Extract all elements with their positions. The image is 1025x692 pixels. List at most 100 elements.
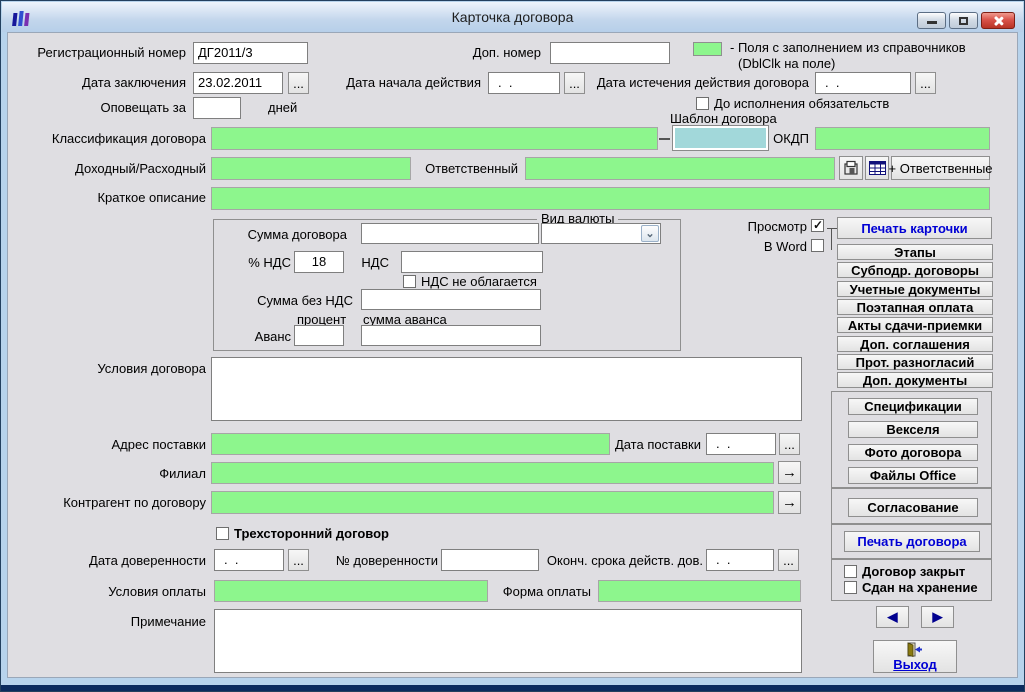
poa-number-input[interactable]: [441, 549, 539, 571]
maximize-button[interactable]: [949, 12, 978, 29]
acceptance-acts-button[interactable]: Акты сдачи-приемки: [837, 317, 993, 333]
advance-sum-input[interactable]: [361, 325, 541, 346]
income-expense-input[interactable]: [211, 157, 411, 180]
reg-number-input[interactable]: ДГ2011/3: [193, 42, 308, 64]
short-description-input[interactable]: [211, 187, 990, 210]
contract-terms-textarea[interactable]: [211, 357, 802, 421]
next-arrow-icon: ▶: [932, 609, 943, 624]
archived-checkbox[interactable]: [844, 581, 857, 594]
contract-sum-input[interactable]: [361, 223, 539, 244]
poa-date-label: Дата доверенности: [89, 553, 206, 568]
exit-button-label: Выход: [893, 656, 937, 672]
okdp-input[interactable]: [815, 127, 990, 150]
close-button[interactable]: [981, 12, 1015, 29]
app-books-icon: [12, 11, 30, 26]
window-title: Карточка договора: [451, 9, 574, 25]
sum-without-vat-input[interactable]: [361, 289, 541, 310]
minimize-button[interactable]: [917, 12, 946, 29]
expiry-date-label: Дата истечения действия договора: [596, 75, 809, 90]
next-record-button[interactable]: ▶: [921, 606, 954, 628]
classification-input[interactable]: [211, 127, 658, 150]
vat-exempt-checkbox[interactable]: [403, 275, 416, 288]
notify-days-input[interactable]: [193, 97, 241, 119]
poa-number-label: № доверенности: [335, 553, 438, 568]
vat-percent-input[interactable]: 18: [294, 251, 344, 273]
exit-button[interactable]: Выход: [873, 640, 957, 673]
contract-closed-checkbox[interactable]: [844, 565, 857, 578]
start-date-picker-button[interactable]: ...: [564, 72, 585, 94]
window-bottom-edge: [1, 685, 1024, 691]
counterparty-open-button[interactable]: →: [778, 491, 801, 514]
until-obligations-checkbox[interactable]: [696, 97, 709, 110]
note-label: Примечание: [130, 614, 206, 629]
stages-button[interactable]: Этапы: [837, 244, 993, 260]
note-textarea[interactable]: [214, 609, 802, 673]
title-bar: Карточка договора: [2, 2, 1023, 32]
vat-exempt-label: НДС не облагается: [421, 274, 537, 289]
addendums-button[interactable]: Доп. соглашения: [837, 336, 993, 352]
payment-terms-input[interactable]: [214, 580, 488, 602]
poa-expiry-input[interactable]: . .: [706, 549, 774, 571]
print-contract-button[interactable]: Печать договора: [844, 531, 980, 552]
preview-checkbox[interactable]: [811, 218, 824, 232]
chevron-down-icon[interactable]: ⌄: [641, 225, 659, 242]
disagreement-protocol-button[interactable]: Прот. разногласий: [837, 354, 993, 370]
currency-groupbox: [213, 219, 681, 351]
delivery-date-label: Дата поставки: [614, 437, 701, 452]
staged-payment-button[interactable]: Поэтапная оплата: [837, 299, 993, 315]
conclusion-date-picker-button[interactable]: ...: [288, 72, 309, 94]
expiry-date-picker-button[interactable]: ...: [915, 72, 936, 94]
bills-button[interactable]: Векселя: [848, 421, 978, 438]
branch-input[interactable]: [211, 462, 774, 484]
currency-select[interactable]: ⌄: [541, 223, 661, 244]
poa-date-input[interactable]: . .: [214, 549, 284, 571]
counterparty-label: Контрагент по договору: [63, 495, 206, 510]
responsible-card-file-button[interactable]: [839, 156, 863, 180]
vat-input[interactable]: [401, 251, 543, 273]
until-obligations-label: До исполнения обязательств: [714, 96, 890, 111]
arrow-right-icon: →: [782, 494, 797, 511]
print-card-button[interactable]: Печать карточки: [837, 217, 992, 239]
specifications-button[interactable]: Спецификации: [848, 398, 978, 415]
poa-expiry-picker-button[interactable]: ...: [778, 549, 799, 571]
maximize-icon: [959, 17, 968, 25]
expiry-date-input[interactable]: . .: [815, 72, 911, 94]
table-grid-icon: [868, 161, 886, 175]
extra-number-input[interactable]: [550, 42, 670, 64]
in-word-checkbox[interactable]: [811, 239, 824, 252]
prev-record-button[interactable]: ◀: [876, 606, 909, 628]
responsible-input[interactable]: [525, 157, 835, 180]
contract-photo-button[interactable]: Фото договора: [848, 444, 978, 461]
responsible-table-button[interactable]: [865, 156, 889, 180]
notify-days-suffix: дней: [268, 100, 298, 115]
office-files-button[interactable]: Файлы Office: [848, 467, 978, 484]
delivery-date-picker-button[interactable]: ...: [779, 433, 800, 455]
contract-closed-label: Договор закрыт: [862, 564, 966, 579]
extra-documents-button[interactable]: Доп. документы: [837, 372, 993, 388]
conclusion-date-input[interactable]: 23.02.2011: [193, 72, 283, 94]
archived-label: Сдан на хранение: [862, 580, 978, 595]
legend-line2: (DblClk на поле): [738, 56, 836, 71]
payment-form-input[interactable]: [598, 580, 801, 602]
delivery-date-input[interactable]: . .: [706, 433, 776, 455]
advance-label: Аванс: [254, 329, 291, 344]
accounting-docs-button[interactable]: Учетные документы: [837, 281, 993, 297]
approval-button[interactable]: Согласование: [848, 498, 978, 517]
template-input[interactable]: [672, 125, 769, 151]
tripartite-checkbox[interactable]: [216, 527, 229, 540]
conclusion-date-label: Дата заключения: [82, 75, 186, 90]
template-connector-line: [659, 138, 670, 140]
start-date-input[interactable]: . .: [488, 72, 560, 94]
subcontracts-button[interactable]: Субподр. договоры: [837, 262, 993, 278]
delivery-address-label: Адрес поставки: [111, 437, 207, 452]
branch-open-button[interactable]: →: [778, 461, 801, 484]
classification-label: Классификация договора: [51, 131, 206, 146]
add-responsible-button[interactable]: + Ответственные: [889, 156, 993, 180]
poa-date-picker-button[interactable]: ...: [288, 549, 309, 571]
close-icon: [993, 15, 1004, 26]
counterparty-input[interactable]: [211, 491, 774, 514]
delivery-address-input[interactable]: [211, 433, 610, 455]
poa-expiry-label: Оконч. срока действ. дов.: [546, 553, 703, 568]
advance-percent-input[interactable]: [294, 325, 344, 346]
